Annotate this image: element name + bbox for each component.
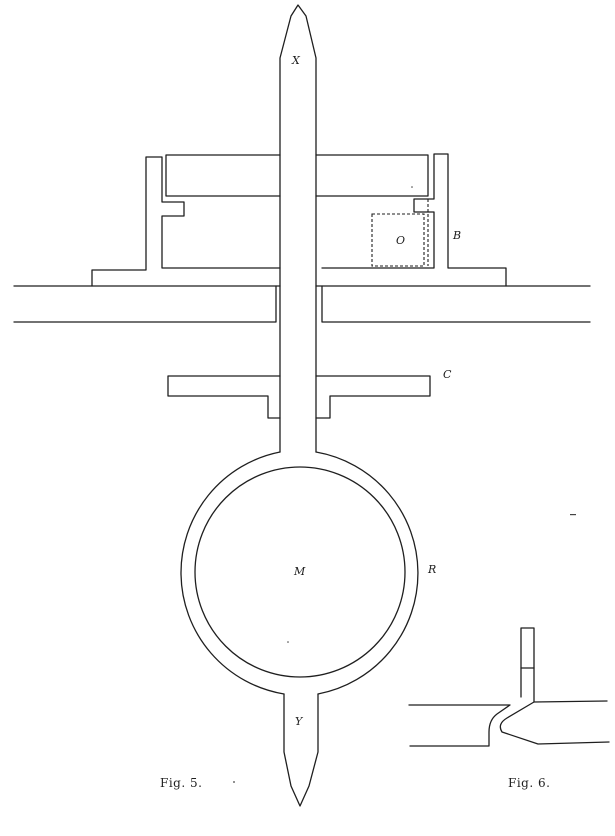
label-o: O [396, 234, 405, 247]
spindle-upper [279, 4, 317, 453]
base-plate-right [321, 285, 591, 323]
right-bracket [321, 153, 507, 287]
speck-dot [411, 186, 413, 188]
fig5-drawing: X O B C M R Y Fig. 5. [13, 4, 591, 807]
caption-fig5: Fig. 5. [160, 776, 202, 790]
label-m: M [293, 565, 306, 578]
label-x: X [291, 54, 301, 67]
label-c: C [443, 368, 452, 381]
speck-dash [570, 514, 576, 516]
fig6-upper-plate [408, 704, 511, 747]
fig6-post [520, 627, 535, 703]
caption-fig6: Fig. 6. [508, 776, 550, 790]
fig6-drawing: Fig. 6. [408, 627, 610, 790]
inner-circle [194, 466, 406, 678]
speck-dot [233, 781, 235, 783]
base-plate-left [13, 285, 277, 323]
speck-dot [287, 641, 289, 643]
label-r: R [427, 563, 436, 576]
spindle-lower [283, 693, 319, 807]
label-b: B [452, 229, 461, 242]
collar-left [167, 375, 281, 419]
label-y: Y [295, 715, 304, 728]
outer-ring [180, 451, 419, 695]
left-bracket [91, 156, 281, 287]
top-crossbar-left [165, 154, 281, 197]
top-crossbar-right [315, 154, 429, 197]
dashed-box-o [371, 213, 425, 267]
collar-right [315, 375, 431, 419]
fig6-wedge [499, 700, 610, 745]
